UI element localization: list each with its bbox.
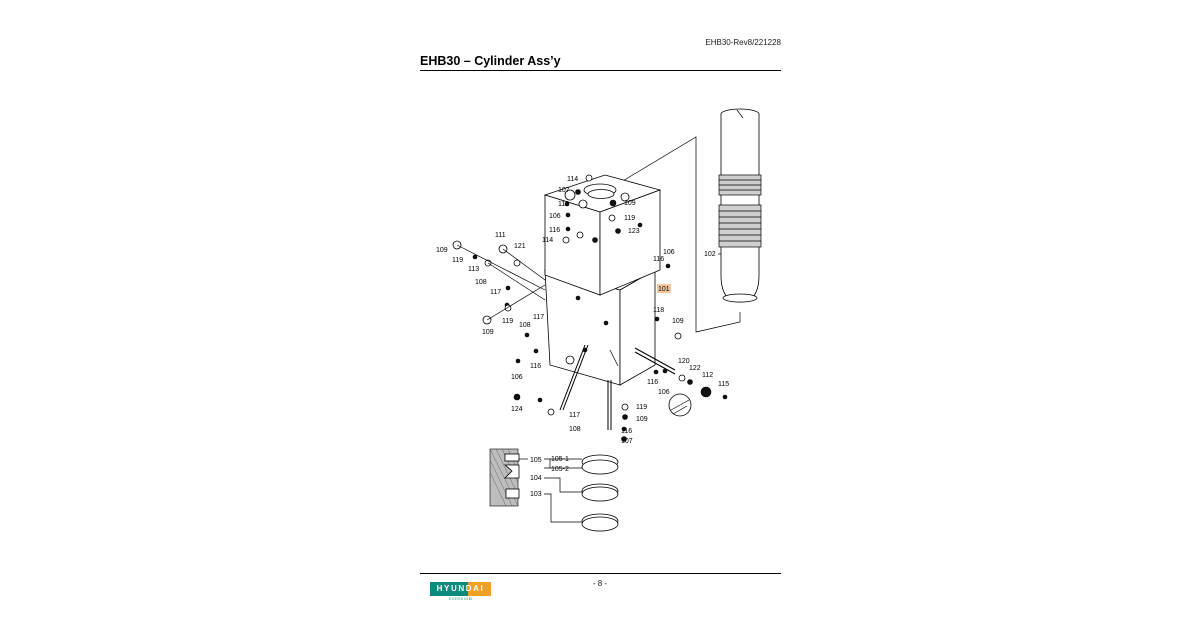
callout-label: 109 xyxy=(672,318,684,325)
callout-label: 115 xyxy=(718,381,729,388)
document-code: EHB30-Rev8/221228 xyxy=(705,38,781,47)
logo-subtext: EVERDIGM xyxy=(448,597,473,601)
port-block-part xyxy=(543,174,662,296)
callout-label: 117 xyxy=(533,314,544,321)
callout-label: 119 xyxy=(624,215,635,222)
callout-label: 120 xyxy=(678,358,690,365)
callout-label: 114 xyxy=(542,237,553,244)
rings xyxy=(581,454,619,532)
callout-label: 106 xyxy=(663,249,675,256)
callout-label: 101 xyxy=(658,286,670,293)
callout-label: 105 xyxy=(530,457,542,464)
callout-label: 105-2 xyxy=(551,466,569,473)
callout-label: 114 xyxy=(567,176,578,183)
callout-label: 109 xyxy=(482,329,494,336)
callout-label: 117 xyxy=(569,412,580,419)
callout-label: 124 xyxy=(511,406,523,413)
logo-orange-block xyxy=(468,582,491,596)
callout-label: 116 xyxy=(558,201,569,208)
callout-label: 109 xyxy=(624,200,636,207)
fittings xyxy=(452,174,693,442)
callout-label: 123 xyxy=(628,228,640,235)
callout-label: 106 xyxy=(658,389,670,396)
valve-detail xyxy=(668,386,728,417)
callout-label: 116 xyxy=(549,227,560,234)
callout-label: 108 xyxy=(569,426,581,433)
callout-label: 119 xyxy=(636,404,647,411)
callout-label: 107 xyxy=(558,187,570,194)
footer-rule xyxy=(420,573,781,574)
callout-label: 105-1 xyxy=(551,456,569,463)
callout-label: 103 xyxy=(530,491,542,498)
callout-label: 104 xyxy=(530,475,542,482)
callout-label: 108 xyxy=(519,322,531,329)
callout-label: 112 xyxy=(702,372,713,379)
callout-label: 116 xyxy=(653,256,664,263)
callout-label: 109 xyxy=(436,247,448,254)
page-title: EHB30 – Cylinder Ass’y xyxy=(420,54,561,68)
callout-label: 121 xyxy=(514,243,526,250)
callout-label: 118 xyxy=(653,307,664,314)
callout-label: 122 xyxy=(689,365,701,372)
callout-label: 119 xyxy=(502,318,513,325)
seal-section-detail xyxy=(489,448,520,507)
callout-label: 107 xyxy=(621,438,633,445)
callout-label: 111 xyxy=(495,232,506,239)
logo-green-block xyxy=(430,582,468,596)
hyundai-logo: HYUNDAI EVERDIGM xyxy=(430,582,491,604)
callout-label: 116 xyxy=(530,363,541,370)
callout-label: 119 xyxy=(452,257,463,264)
callout-label: 106 xyxy=(511,374,523,381)
callout-label: 102 xyxy=(704,251,716,258)
callout-label: 116 xyxy=(621,428,632,435)
callout-label: 106 xyxy=(549,213,561,220)
callout-label: 113 xyxy=(468,266,479,273)
exploded-parts-diagram: 114 107 116 106 116 114 109 119 123 109 … xyxy=(436,108,762,532)
logo-text: HYUNDAI xyxy=(436,584,485,593)
callout-labels: 114 107 116 106 116 114 109 119 123 109 … xyxy=(436,176,729,498)
piston-part xyxy=(718,108,762,303)
header-rule xyxy=(420,70,781,71)
callout-label: 109 xyxy=(636,416,648,423)
callout-label: 117 xyxy=(490,289,501,296)
page-number: - 8 - xyxy=(592,579,608,588)
callout-label: 108 xyxy=(475,279,487,286)
callout-label: 116 xyxy=(647,379,658,386)
